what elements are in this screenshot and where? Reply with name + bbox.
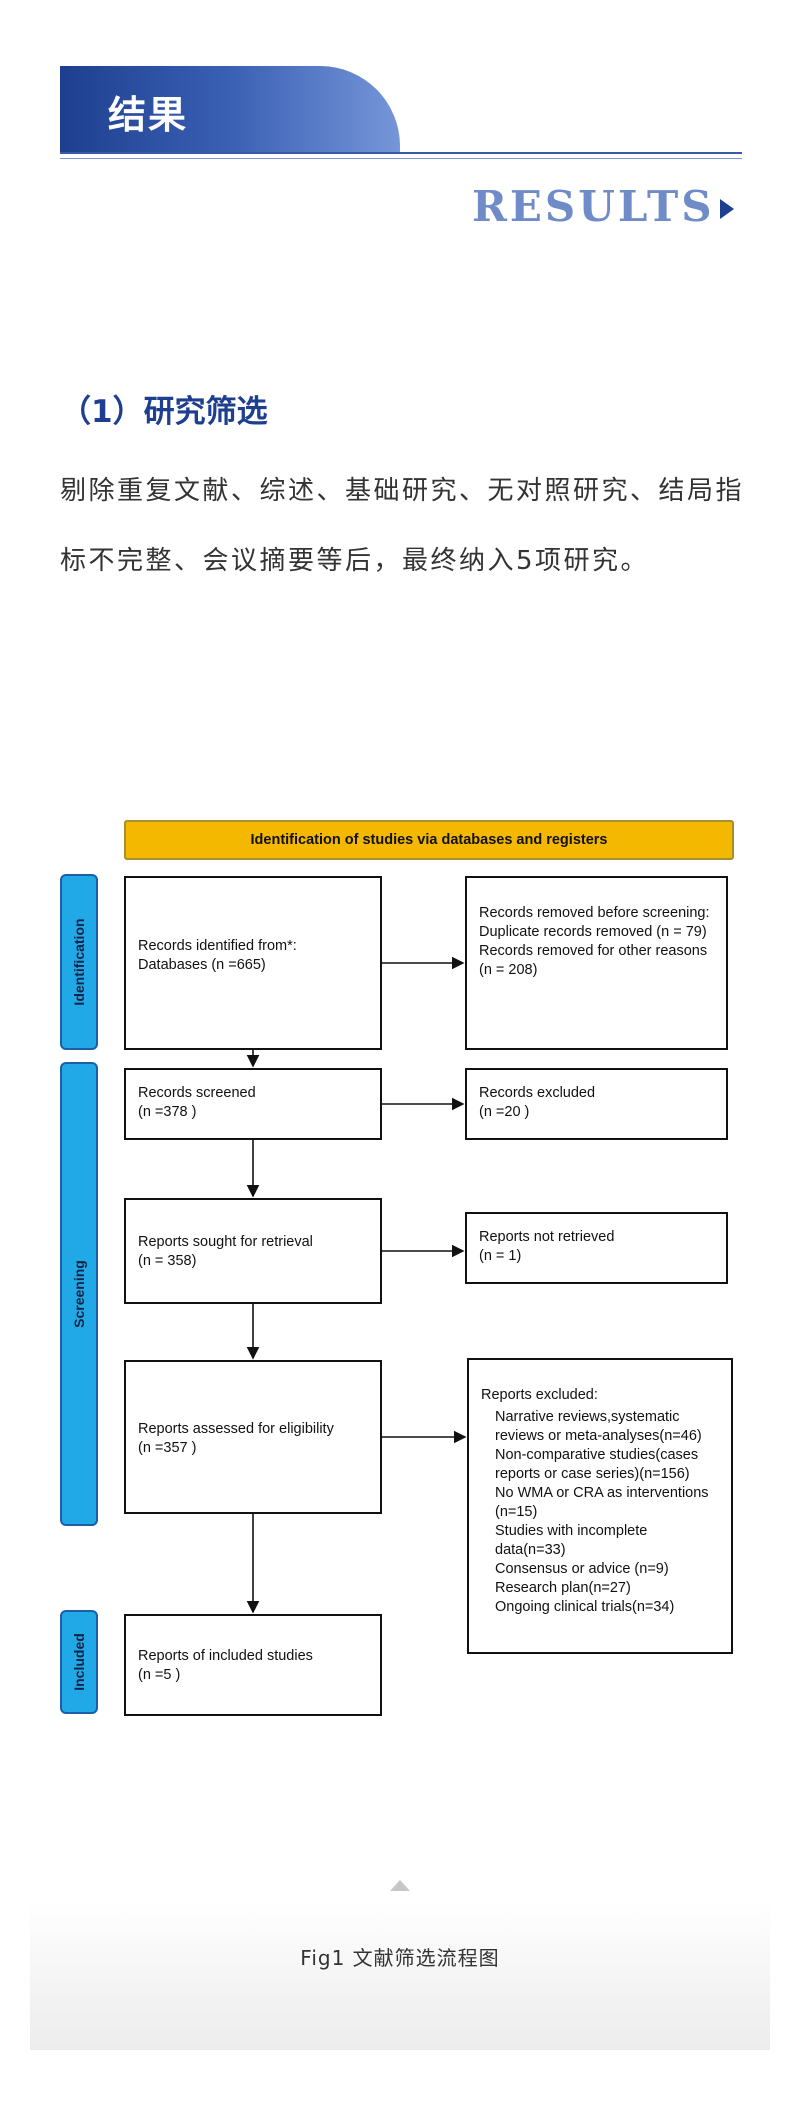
reports-not-retrieved-box: Reports not retrieved (n = 1) (465, 1212, 728, 1284)
prisma-flow-diagram: Identification of studies via databases … (0, 800, 800, 1750)
box-line: (n =378 ) (138, 1104, 197, 1120)
list-item: Studies with incomplete data(n=33) (495, 1523, 648, 1558)
header-divider (60, 152, 742, 154)
box-line: Duplicate records removed (n = 79) (479, 924, 707, 940)
list-item: Non-comparative studies(cases reports or… (495, 1447, 699, 1482)
phase-included: Included (60, 1610, 98, 1714)
box-line: Reports of included studies (138, 1648, 313, 1664)
figure-caption: Fig1 文献筛选流程图 (300, 1946, 500, 1970)
box-line: (n =5 ) (138, 1667, 181, 1683)
results-label: RESULTS (472, 182, 715, 231)
section-header-title: 结果 (108, 92, 189, 137)
list-item: No WMA or CRA as interventions (n=15) (495, 1485, 709, 1520)
list-item: Narrative reviews,systematic reviews or … (495, 1409, 702, 1444)
box-line: (n =357 ) (138, 1440, 197, 1456)
caret-up-icon (390, 1880, 410, 1891)
included-studies-box: Reports of included studies (n =5 ) (124, 1614, 382, 1716)
phase-screening: Screening (60, 1062, 98, 1526)
caption-background (30, 1900, 770, 2050)
reports-excluded-title: Reports excluded: (481, 1387, 598, 1403)
box-line: Databases (n =665) (138, 957, 266, 973)
records-screened-box: Records screened (n =378 ) (124, 1068, 382, 1140)
box-line: Records screened (138, 1085, 256, 1101)
box-line: Records removed before screening: (479, 905, 710, 921)
box-line: (n =20 ) (479, 1104, 530, 1120)
exclusion-reasons-list: Narrative reviews,systematic reviews or … (495, 1408, 721, 1617)
box-line: Reports sought for retrieval (138, 1234, 313, 1250)
list-item: Consensus or advice (n=9) (495, 1561, 669, 1577)
section-header-tab (60, 66, 400, 154)
records-identified-box: Records identified from*: Databases (n =… (124, 876, 382, 1050)
list-item: Ongoing clinical trials(n=34) (495, 1599, 675, 1615)
reports-assessed-box: Reports assessed for eligibility (n =357… (124, 1360, 382, 1514)
reports-sought-box: Reports sought for retrieval (n = 358) (124, 1198, 382, 1304)
body-paragraph: 剔除重复文献、综述、基础研究、无对照研究、结局指标不完整、会议摘要等后，最终纳入… (60, 476, 745, 576)
box-line: (n = 358) (138, 1253, 197, 1269)
box-line: Records removed for other reasons (n = 2… (479, 943, 708, 978)
reports-excluded-box: Reports excluded: Narrative reviews,syst… (467, 1358, 733, 1654)
box-line: Records excluded (479, 1085, 596, 1101)
flow-connectors (246, 956, 467, 1614)
box-line: Reports assessed for eligibility (138, 1421, 334, 1437)
box-line: (n = 1) (479, 1248, 522, 1264)
box-line: Records identified from*: (138, 938, 297, 954)
header-divider-thin (60, 158, 742, 159)
phase-identification: Identification (60, 874, 98, 1050)
subsection-title: （1）研究筛选 (60, 394, 268, 430)
records-removed-box: Records removed before screening: Duplic… (465, 876, 728, 1050)
box-line: Reports not retrieved (479, 1229, 615, 1245)
list-item: Research plan(n=27) (495, 1580, 631, 1596)
diagram-banner: Identification of studies via databases … (124, 820, 734, 860)
records-excluded-box: Records excluded (n =20 ) (465, 1068, 728, 1140)
play-triangle-icon (720, 199, 734, 219)
